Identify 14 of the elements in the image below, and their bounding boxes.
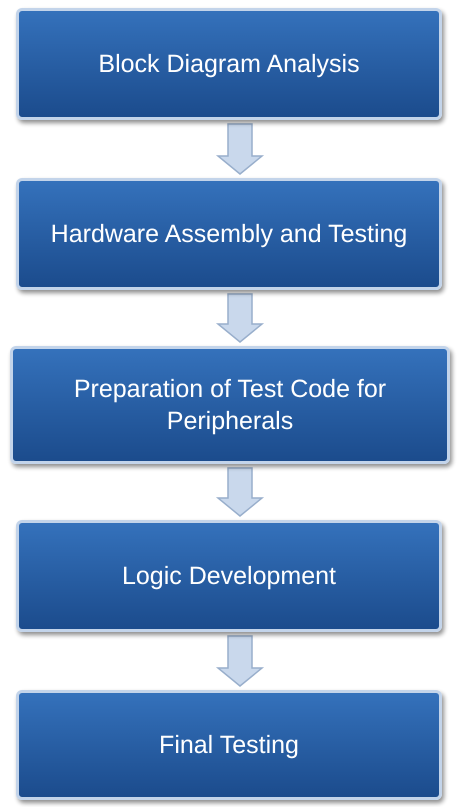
step-label: Logic Development — [122, 560, 336, 592]
step-label: Final Testing — [159, 730, 299, 761]
block-arrow — [216, 293, 264, 343]
step-label: Block Diagram Analysis — [98, 48, 360, 80]
step-label: Preparation of Test Code for Peripherals — [72, 374, 388, 437]
process-box — [16, 8, 442, 120]
block-arrow — [216, 123, 264, 175]
block-arrow — [216, 635, 264, 687]
process-box — [16, 690, 442, 800]
step-label: Hardware Assembly and Testing — [50, 218, 408, 250]
process-box — [16, 520, 442, 632]
process-box — [10, 346, 450, 464]
block-arrow — [216, 467, 264, 517]
process-box — [16, 178, 442, 290]
